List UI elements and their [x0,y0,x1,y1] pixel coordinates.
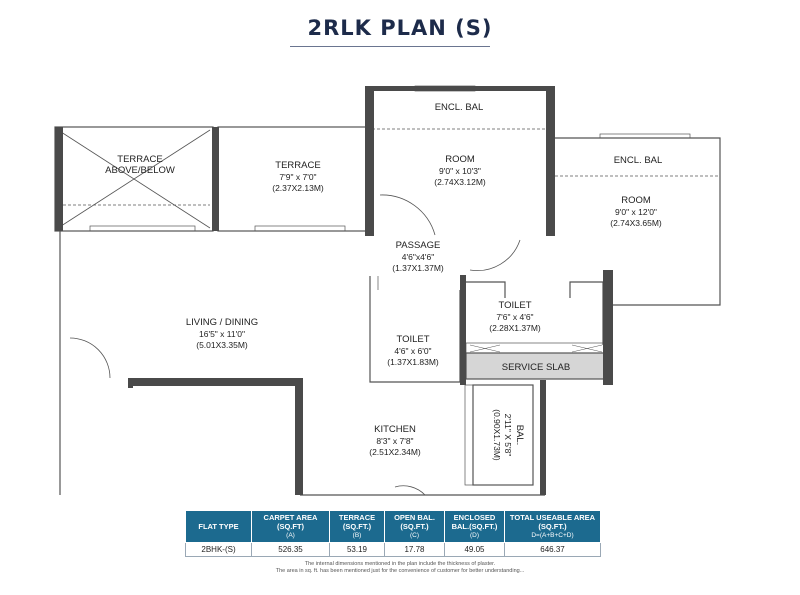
wall-toilet1-left [460,275,466,385]
kitchen-door-arc [394,485,426,496]
cell-open-bal: 17.78 [384,542,445,557]
table-row: 2BHK-(S) 526.35 53.19 17.78 49.05 646.37 [185,542,601,557]
kitchen-label: KITCHEN [374,424,416,435]
living-door-arc [69,337,111,379]
cell-carpet-area: 526.35 [251,542,330,557]
passage-door-arc-2 [469,239,521,271]
terrace-window [89,225,196,232]
area-table: FLAT TYPE CARPET AREA (SQ.FT)(A) TERRACE… [185,510,601,557]
header-open-bal: OPEN BAL. (SQ.FT.)(C) [384,510,445,543]
toilet1-dim-1: 7'6" x 4'6" [496,312,533,322]
room1-dim-1: 9'0" x 10'3" [439,166,481,176]
kitchen-dim-2: (2.51X2.34M) [369,447,421,457]
terrace-label: TERRACE [275,160,320,171]
service-slab-label: SERVICE SLAB [502,362,570,373]
toilet2-dim-2: (1.37X1.83M) [387,357,439,367]
wall-room2-right [603,270,613,385]
passage-label: PASSAGE [396,240,441,251]
room2-dim-2: (2.74X3.65M) [610,218,662,228]
cell-flat-type: 2BHK-(S) [185,542,252,557]
wall-terrace-div [212,127,219,231]
encl-bal-1-label: ENCL. BAL [435,102,484,113]
terrace-window-2 [254,225,346,232]
header-carpet-area: CARPET AREA (SQ.FT)(A) [251,510,330,543]
cell-total-area: 646.37 [504,542,601,557]
passage-dim-2: (1.37X1.37M) [392,263,444,273]
floor-plan: ENCL. BAL ENCL. BAL TERRACE ABOVE/BELOW … [54,85,721,496]
toilet1-walls-2 [569,281,604,345]
wall-bal-right [540,380,546,495]
passage-dim-1: 4'6"x4'6" [402,252,434,262]
bal-dim-2: (0.90X1.73M) [492,409,502,461]
room1-label: ROOM [445,154,475,165]
cell-enclosed-bal: 49.05 [444,542,505,557]
bal-dim-1: 2'11" X 5'8" [503,414,513,457]
living-dim-1: 16'5" x 11'0" [199,329,245,339]
wall-room1-top [365,86,555,91]
footnote: The internal dimensions mentioned in the… [0,561,800,575]
terrace-above-label-1: TERRACE [117,154,162,165]
title-underline [290,46,490,47]
room1-dim-2: (2.74X3.12M) [434,177,486,187]
header-flat-type: FLAT TYPE [185,510,252,543]
terrace-dim-2: (2.37X2.13M) [272,183,324,193]
plan-title: 2RLK PLAN (S) [307,16,493,40]
kitchen-dim-1: 8'3" x 7'8" [376,436,413,446]
balcony-rail [464,384,474,486]
cell-terrace: 53.19 [329,542,385,557]
toilet2-dim-1: 4'6" x 6'0" [394,346,431,356]
room2-dim-1: 9'0" x 12'0" [615,207,657,217]
terrace-dim-1: 7'9" x 7'0" [279,172,316,182]
wall-room1-right [546,86,555,236]
wall-living-left [128,378,133,388]
wall-room1-left [365,86,374,236]
slab-x2 [469,344,501,353]
toilet2-label: TOILET [396,334,429,345]
header-terrace: TERRACE (SQ.FT.)(B) [329,510,385,543]
wall-living-bottom-2 [295,378,303,495]
footnote-line-1: The internal dimensions mentioned in the… [304,561,496,567]
wall-living-bottom [128,378,303,386]
encl-bal-2-label: ENCL. BAL [614,155,663,166]
living-label: LIVING / DINING [186,317,258,328]
wall-left-terrace [55,127,63,231]
bal-label: BAL. [514,425,525,446]
header-total-area: TOTAL USEABLE AREA (SQ.FT.)D=(A+B+C+D) [504,510,601,543]
room2-window [599,133,691,139]
living-dim-2: (5.01X3.35M) [196,340,248,350]
slab-x4 [571,344,603,353]
terrace-above-label-2: ABOVE/BELOW [105,165,175,176]
header-enclosed-bal: ENCLOSED BAL.(SQ.FT.)(D) [444,510,505,543]
toilet1-dim-2: (2.28X1.37M) [489,323,541,333]
terrace-cross-2 [57,129,211,229]
footnote-line-2: The area in sq. ft. has been mentioned j… [275,568,525,574]
area-table-header: FLAT TYPE CARPET AREA (SQ.FT)(A) TERRACE… [185,510,601,543]
toilet1-walls [462,281,506,298]
room2-label: ROOM [621,195,651,206]
toilet1-label: TOILET [498,300,531,311]
passage-door-arc [379,194,436,236]
